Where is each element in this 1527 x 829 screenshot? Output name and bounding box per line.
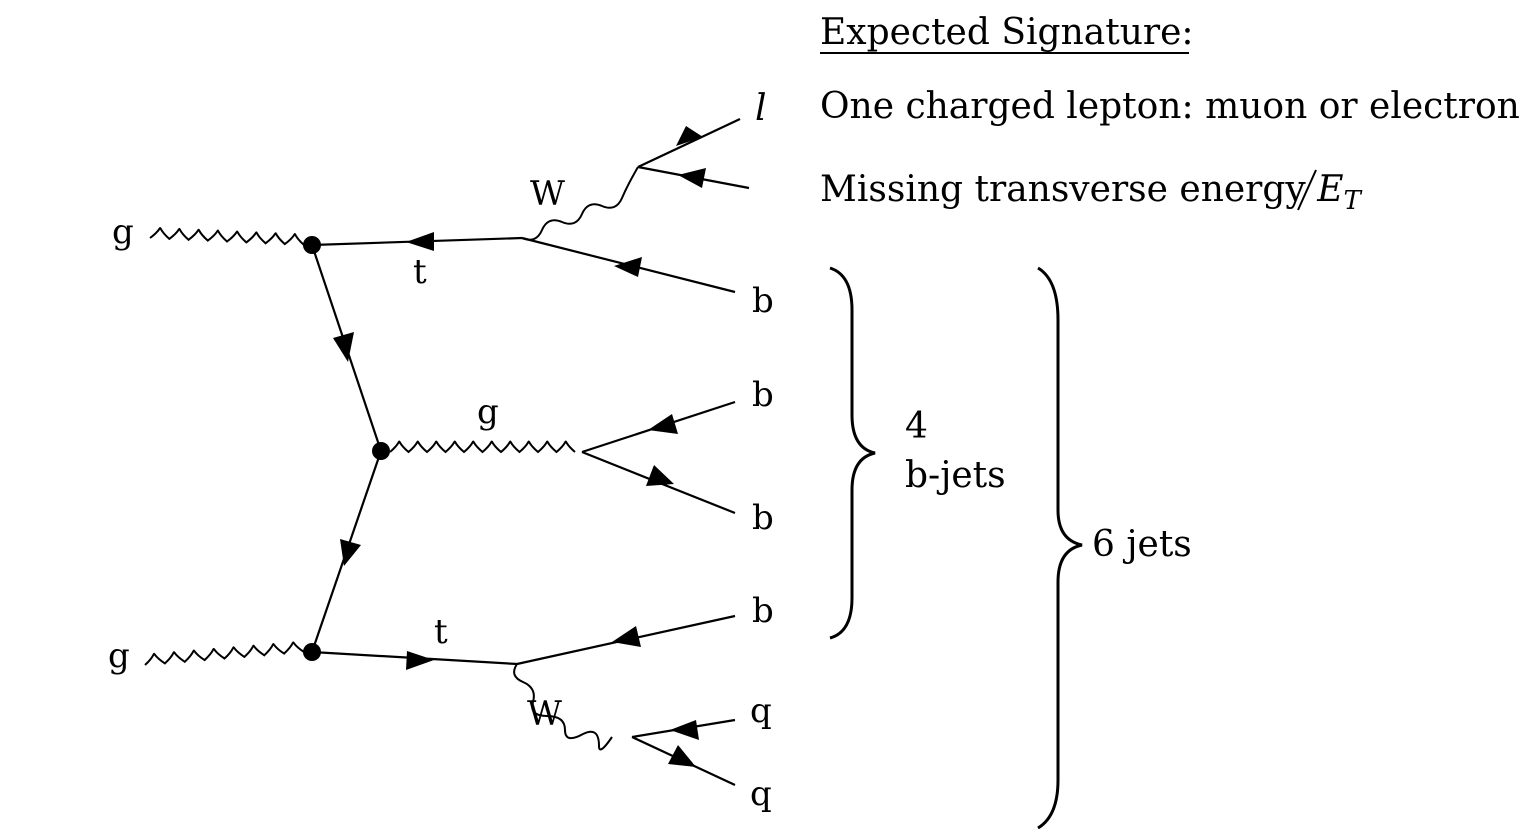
w-boson-lower-line xyxy=(513,663,613,751)
lepton-line xyxy=(637,118,741,168)
lepton-label: l xyxy=(755,88,767,129)
b-upper-arrow xyxy=(614,257,642,277)
bjets-count-label: 4 xyxy=(905,406,928,447)
bjets-brace xyxy=(829,266,876,640)
signature-met-label: Missing transverse energy xyxy=(820,169,1306,210)
b-lower-arrow xyxy=(612,626,641,647)
top-quark-upper-arrow xyxy=(406,232,434,251)
jets-brace xyxy=(1037,266,1083,829)
top-lower-label: t xyxy=(434,612,448,652)
bjets-label: b-jets xyxy=(905,455,1006,496)
vertex-middle xyxy=(372,442,390,460)
w-boson-upper-line xyxy=(521,166,639,241)
vertex-upper xyxy=(303,236,321,254)
signature-title: Expected Signature: xyxy=(820,12,1194,53)
b-pair-upper-arrow xyxy=(648,414,678,434)
signature-met-symbol: E xyxy=(1316,169,1343,210)
top-quark-lower-arrow xyxy=(406,651,434,670)
gluon-top-label: g xyxy=(112,212,134,252)
top-upper-label: t xyxy=(413,252,427,292)
w-upper-label: W xyxy=(530,174,565,214)
gluon-top-line xyxy=(149,226,305,246)
quark-lower-arrow xyxy=(668,745,696,767)
neutrino-arrow xyxy=(678,168,706,188)
signature-met-text: Missing transverse energy ET xyxy=(820,169,1363,216)
b3-label: b xyxy=(752,498,774,538)
b2-label: b xyxy=(752,375,774,415)
b-pair-lower-arrow xyxy=(646,465,674,486)
signature-met-subscript: T xyxy=(1344,186,1363,216)
gluon-middle-line xyxy=(389,440,576,454)
gluon-bottom-line xyxy=(144,641,305,666)
met-slash xyxy=(1297,169,1317,211)
b4-label: b xyxy=(752,591,774,631)
w-lower-label: W xyxy=(527,694,562,734)
gluon-middle-label: g xyxy=(477,392,499,432)
propagator-lower-arrow xyxy=(340,539,361,566)
q1-label: q xyxy=(750,691,772,731)
jets-label: 6 jets xyxy=(1092,524,1192,565)
b1-label: b xyxy=(752,281,774,321)
q2-label: q xyxy=(750,774,772,814)
vertex-lower xyxy=(303,643,321,661)
quark-upper-arrow xyxy=(670,720,699,740)
lepton-arrow xyxy=(676,126,703,146)
signature-lepton-text: One charged lepton: muon or electron xyxy=(820,86,1520,127)
propagator-upper-arrow xyxy=(333,332,354,362)
gluon-bottom-label: g xyxy=(108,636,130,676)
